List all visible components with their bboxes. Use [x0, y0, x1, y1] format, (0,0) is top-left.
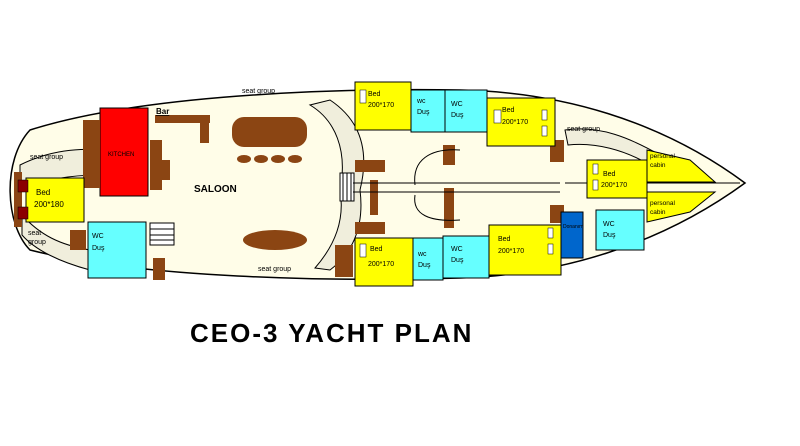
kitchen-label: KITCHEN [108, 152, 134, 158]
bed-aft-label: Bed [36, 188, 50, 197]
corridor [353, 149, 740, 221]
blue-room [560, 211, 584, 259]
wc-front-label: WC [603, 221, 615, 228]
personal-cabin-bottom-1: personal [650, 200, 675, 207]
personal-cabin-top-1: personal [650, 153, 675, 160]
cabin-top-1-label: Bed [368, 91, 381, 98]
seat-group-label-bottom: seat group [258, 266, 291, 273]
wc-top-2 [444, 89, 488, 133]
seat-group-label-top: seat group [242, 88, 275, 95]
cabin-front-label: Bed [603, 171, 616, 178]
personal-cabin-top [646, 149, 717, 183]
wc-bottom-2-dus: Duş [451, 257, 464, 264]
plan-title: CEO-3 YACHT PLAN [190, 318, 474, 348]
pillow-2 [17, 206, 29, 220]
cabin-bottom-2-label: Bed [498, 236, 511, 243]
wc-top-1 [410, 89, 446, 133]
personal-cabin-top-2: cabin [650, 162, 666, 169]
coffee-table [243, 230, 307, 250]
personal-cabin-bottom-2: cabin [650, 209, 666, 216]
cabin-top-2-size: 200*170 [502, 119, 528, 126]
cabin-top-2-label: Bed [502, 107, 515, 114]
wc-top-1-label: wc [416, 98, 426, 105]
cabin-aft [25, 177, 85, 223]
bed-aft-size: 200*180 [34, 200, 64, 209]
seat-group-label-aft-low-2: group [28, 239, 46, 246]
wc-front [595, 209, 645, 251]
wc-top-1-dus: Duş [417, 109, 430, 116]
cabin-bottom-1 [354, 237, 414, 287]
wood-fittings [14, 115, 564, 280]
wc-aft-dus: Duş [92, 245, 105, 252]
seat-group-label-front: seat group [567, 126, 600, 133]
seat-group-label-aft: seat group [30, 154, 63, 161]
wc-top-2-label: WC [451, 101, 463, 108]
pillow-1 [17, 179, 29, 193]
seat-group-label-aft-low-1: seat [28, 230, 41, 237]
cabin-bottom-1-size: 200*170 [368, 261, 394, 268]
stairs-saloon [149, 172, 355, 246]
wc-front-dus: Duş [603, 232, 616, 239]
cabin-front-size: 200*170 [601, 182, 627, 189]
wc-bottom-1-label: wc [417, 251, 427, 258]
wc-aft-label: WC [92, 233, 104, 240]
cabin-bottom-2-size: 200*170 [498, 248, 524, 255]
blue-room-label: Donanım [563, 224, 583, 230]
wc-bottom-2 [442, 235, 490, 279]
wc-aft [87, 221, 147, 279]
wc-bottom-1-dus: Duş [418, 262, 431, 269]
saloon-ovals [237, 155, 302, 163]
wc-bottom-1 [412, 237, 444, 281]
wc-bottom-2-label: WC [451, 246, 463, 253]
saloon-label: SALOON [194, 184, 237, 195]
cabin-top-1-size: 200*170 [368, 102, 394, 109]
cabin-top-1 [354, 81, 412, 131]
bar-label: Bar [156, 107, 169, 116]
wc-top-2-dus: Duş [451, 112, 464, 119]
cabin-bottom-1-label: Bed [370, 246, 383, 253]
bow-seat-curve [308, 99, 365, 271]
personal-cabin-bottom [646, 191, 717, 223]
